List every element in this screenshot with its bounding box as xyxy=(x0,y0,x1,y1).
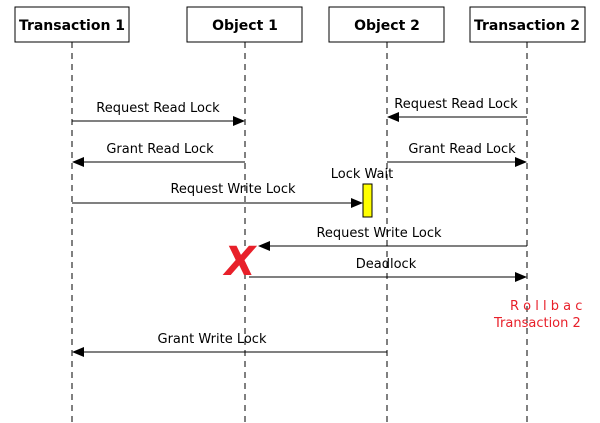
message-t1-request-read-lock: Request Read Lock xyxy=(72,101,245,126)
participant-label: Transaction 1 xyxy=(19,18,125,34)
message-o2-grant-read-lock: Grant Read Lock xyxy=(387,142,527,167)
message-o1-grant-read-lock: Grant Read Lock xyxy=(72,142,245,167)
message-label: Request Read Lock xyxy=(394,97,518,112)
lock-wait-bar xyxy=(362,183,373,218)
rollback-label-line1: R o l l b a c xyxy=(510,299,582,314)
message-label: Grant Read Lock xyxy=(408,142,516,157)
message-label: Request Read Lock xyxy=(96,101,220,116)
participant-object-2: Object 2 xyxy=(328,6,445,43)
rollback-label-line2: Transaction 2 xyxy=(493,316,581,331)
message-t2-request-write-lock: Request Write Lock xyxy=(258,226,527,251)
message-t2-request-read-lock: Request Read Lock xyxy=(387,97,527,122)
message-t1-request-write-lock: Request Write Lock xyxy=(72,182,363,208)
lock-wait-label: Lock Wait xyxy=(331,167,393,182)
participant-label: Transaction 2 xyxy=(474,18,580,34)
participant-label: Object 2 xyxy=(354,18,420,34)
participant-transaction-2: Transaction 2 xyxy=(469,6,586,43)
message-label: Grant Write Lock xyxy=(158,332,267,347)
participant-transaction-1: Transaction 1 xyxy=(14,6,130,43)
message-label: Grant Read Lock xyxy=(106,142,214,157)
message-grant-write-lock: Grant Write Lock xyxy=(72,332,387,357)
deadlock-x-mark: X xyxy=(222,239,258,285)
message-label: Deadlock xyxy=(356,257,417,272)
message-deadlock: Deadlock xyxy=(249,257,527,282)
message-label: Request Write Lock xyxy=(316,226,442,241)
message-label: Request Write Lock xyxy=(170,182,296,197)
participant-label: Object 1 xyxy=(212,18,278,34)
participant-object-1: Object 1 xyxy=(186,6,303,43)
